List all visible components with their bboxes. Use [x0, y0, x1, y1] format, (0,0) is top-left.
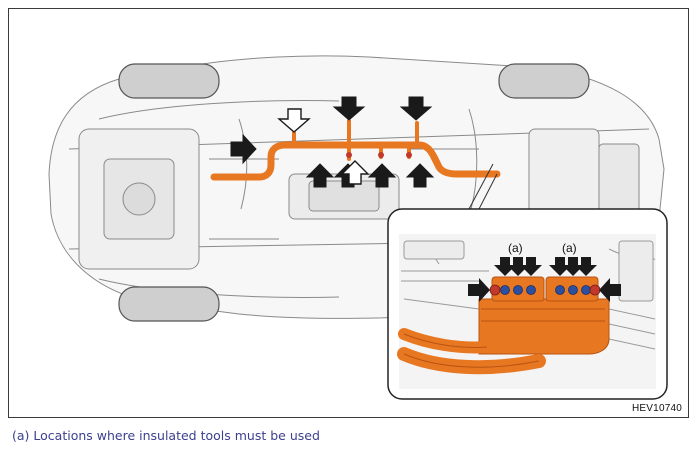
arrow-up-outline — [340, 160, 370, 185]
insulated-tool-bolts — [500, 285, 591, 295]
arrow-down-1 — [332, 96, 366, 121]
inset-arrow-down-6 — [575, 257, 597, 276]
legend-caption: (a) Locations where insulated tools must… — [12, 428, 320, 443]
terminal-right — [589, 284, 601, 296]
arrow-up-1 — [305, 163, 335, 188]
warning-arrows — [230, 96, 435, 188]
inset-label-a-right: (a) — [562, 241, 577, 255]
inset-label-a-left: (a) — [508, 241, 523, 255]
inset-detail: (a) (a) — [387, 208, 668, 400]
inset-arrow-down-3 — [520, 257, 542, 276]
diagram-frame: (a) (a) HEV10740 — [8, 8, 689, 418]
inset-arrow-down-2 — [507, 257, 529, 276]
caption-marker: (a) — [12, 428, 30, 443]
junction-block — [478, 298, 610, 355]
arrow-down-2 — [399, 96, 433, 121]
inset-arrow-down-4 — [549, 257, 571, 276]
arrow-up-4 — [405, 163, 435, 188]
arrow-down-outline — [277, 108, 311, 133]
front-left-wheel — [118, 63, 220, 99]
inset-arrow-down-5 — [562, 257, 584, 276]
arrow-right-1 — [230, 133, 257, 165]
figure-code: HEV10740 — [632, 403, 682, 414]
front-right-wheel — [118, 286, 220, 322]
terminal-left — [489, 284, 501, 296]
inset-arrow-down-1 — [494, 257, 516, 276]
arrow-up-3 — [367, 163, 397, 188]
caption-text: Locations where insulated tools must be … — [33, 428, 320, 443]
cable-connectors — [346, 152, 412, 158]
vehicle-underbody-diagram: (a) (a) — [48, 55, 668, 400]
outline-arrows — [277, 108, 370, 185]
rear-left-wheel — [498, 63, 590, 99]
inset-arrow-left — [599, 278, 621, 302]
callout-leader — [468, 163, 498, 210]
inset-arrow-right — [468, 278, 490, 302]
